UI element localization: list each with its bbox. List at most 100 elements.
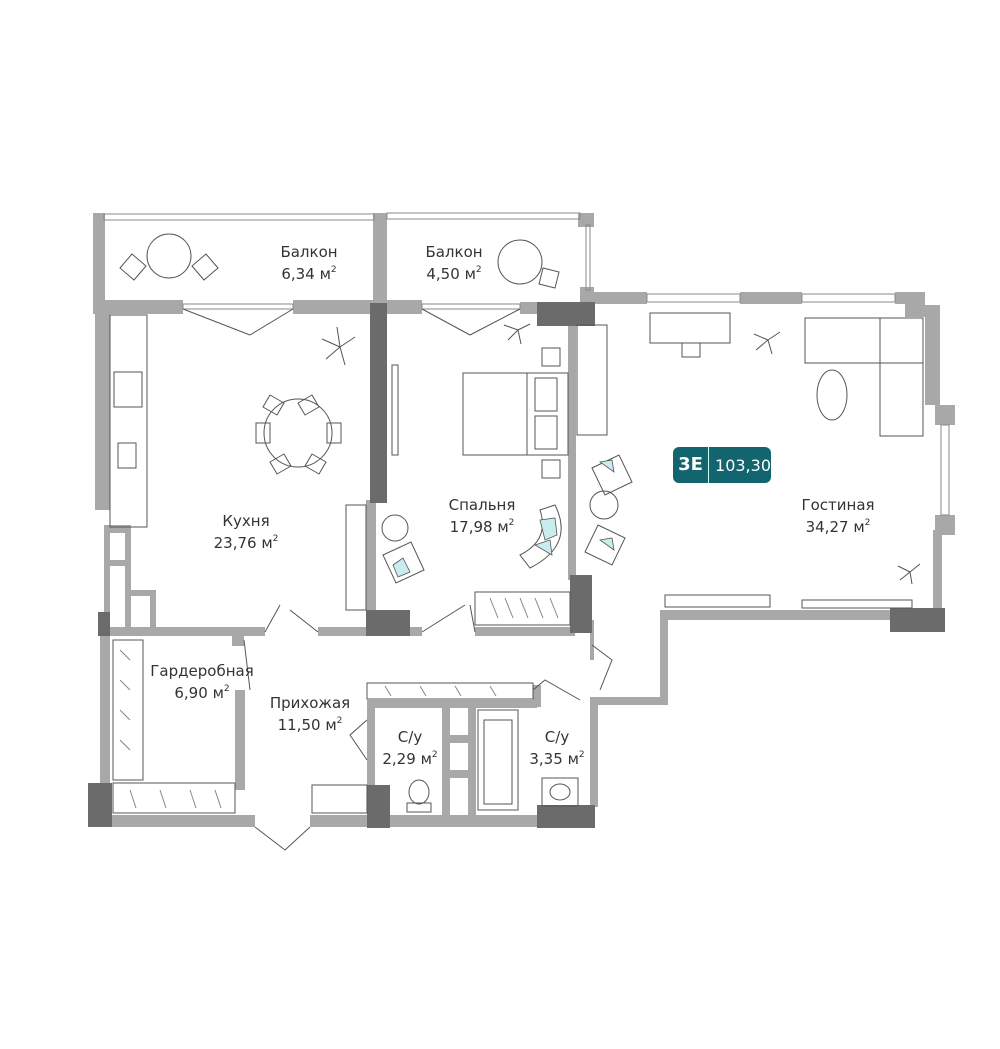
room-area: 6,34 <box>281 265 315 283</box>
structural-column <box>370 303 387 503</box>
wall-segment <box>590 697 598 807</box>
wall-segment <box>442 708 450 818</box>
door-swings <box>182 308 613 851</box>
room-label-balcony-2: Балкон 4,50 м2 <box>425 243 482 283</box>
apartment-badge: 3Е 103,30 <box>673 447 771 483</box>
doors <box>182 308 613 851</box>
wall-segment <box>95 300 110 510</box>
kitchen-furniture <box>109 314 367 611</box>
wall-segment <box>367 700 375 785</box>
wall-segment <box>318 627 370 636</box>
wall-segment <box>580 287 594 302</box>
unit: м <box>567 750 579 768</box>
wall-segment <box>387 300 422 314</box>
room-area: 2,29 <box>382 750 416 768</box>
wall-segment <box>366 500 376 630</box>
wall-segment <box>235 690 245 790</box>
wall-segment <box>110 815 255 827</box>
wall-segment <box>450 770 468 778</box>
unit-power: 2 <box>272 534 279 544</box>
wall-segment <box>520 302 540 314</box>
room-name: С/у <box>544 728 570 746</box>
apartment-total-area: 103,30 <box>715 455 771 475</box>
room-label-kitchen: Кухня 23,76 м2 <box>214 512 279 552</box>
room-area: 4,50 <box>426 265 460 283</box>
wall-segment <box>740 292 802 304</box>
unit: м <box>420 750 432 768</box>
structural-column <box>570 575 592 633</box>
wall-segment <box>104 525 130 533</box>
wall-segment <box>660 610 892 620</box>
hall-bath-furniture <box>112 639 579 814</box>
room-name: Гардеробная <box>150 662 254 680</box>
wall-segment <box>310 815 370 827</box>
wall-segment <box>933 530 942 610</box>
wall-segment <box>232 636 244 646</box>
wall-segment <box>390 815 540 827</box>
room-label-hallway: Прихожая 11,50 м2 <box>270 694 350 734</box>
wall-segment <box>93 213 105 310</box>
room-name: Балкон <box>425 243 483 261</box>
wall-segment <box>110 560 130 566</box>
furniture <box>109 233 924 814</box>
wall-segment <box>475 627 575 636</box>
room-label-living-room: Гостиная 34,27 м2 <box>801 496 874 536</box>
wall-segment <box>594 292 647 304</box>
windows-and-rails <box>103 212 950 516</box>
wardrobe-hatching <box>119 597 559 809</box>
structural-column <box>537 805 595 828</box>
unit-power: 2 <box>431 750 438 760</box>
room-name: Кухня <box>222 512 270 530</box>
room-area: 6,90 <box>174 684 208 702</box>
room-area: 3,35 <box>529 750 563 768</box>
room-name: Балкон <box>280 243 338 261</box>
balcony-furniture <box>119 233 560 289</box>
unit: м <box>325 716 337 734</box>
wall-segment <box>93 300 183 314</box>
room-name: Спальня <box>448 496 516 514</box>
wall-segment <box>125 525 131 630</box>
wall-segment <box>130 590 155 596</box>
wall-segment <box>410 627 422 636</box>
structural-column <box>890 608 945 632</box>
apartment-code: 3Е <box>673 447 710 483</box>
wall-segment <box>660 610 668 702</box>
unit: м <box>497 518 509 536</box>
room-name: Прихожая <box>269 694 351 712</box>
walls <box>93 213 955 827</box>
unit: м <box>464 265 476 283</box>
room-area: 23,76 <box>213 534 257 552</box>
wall-segment <box>293 300 373 314</box>
room-area: 11,50 <box>277 716 321 734</box>
unit-power: 2 <box>508 518 515 528</box>
room-label-bathroom-2: С/у 3,35 м2 <box>529 728 584 768</box>
wall-segment <box>905 292 925 317</box>
wall-segment <box>100 636 110 786</box>
wall-segment <box>367 700 537 708</box>
unit: м <box>261 534 273 552</box>
structural-column <box>366 610 410 636</box>
unit: м <box>212 684 224 702</box>
wall-segment <box>568 320 576 580</box>
unit-power: 2 <box>475 265 482 275</box>
unit-power: 2 <box>864 518 871 528</box>
wall-segment <box>100 627 265 636</box>
wall-segment <box>935 405 955 425</box>
wall-segment <box>450 735 468 743</box>
unit-power: 2 <box>578 750 585 760</box>
room-name: Гостиная <box>801 496 875 514</box>
unit: м <box>853 518 865 536</box>
room-area: 34,27 <box>805 518 849 536</box>
unit: м <box>319 265 331 283</box>
wall-segment <box>468 708 476 818</box>
living-furniture <box>576 312 924 609</box>
wall-segment <box>104 525 110 630</box>
structural-column <box>367 785 390 828</box>
wall-segment <box>590 620 594 660</box>
wall-segment <box>150 590 156 630</box>
unit-power: 2 <box>336 716 343 726</box>
